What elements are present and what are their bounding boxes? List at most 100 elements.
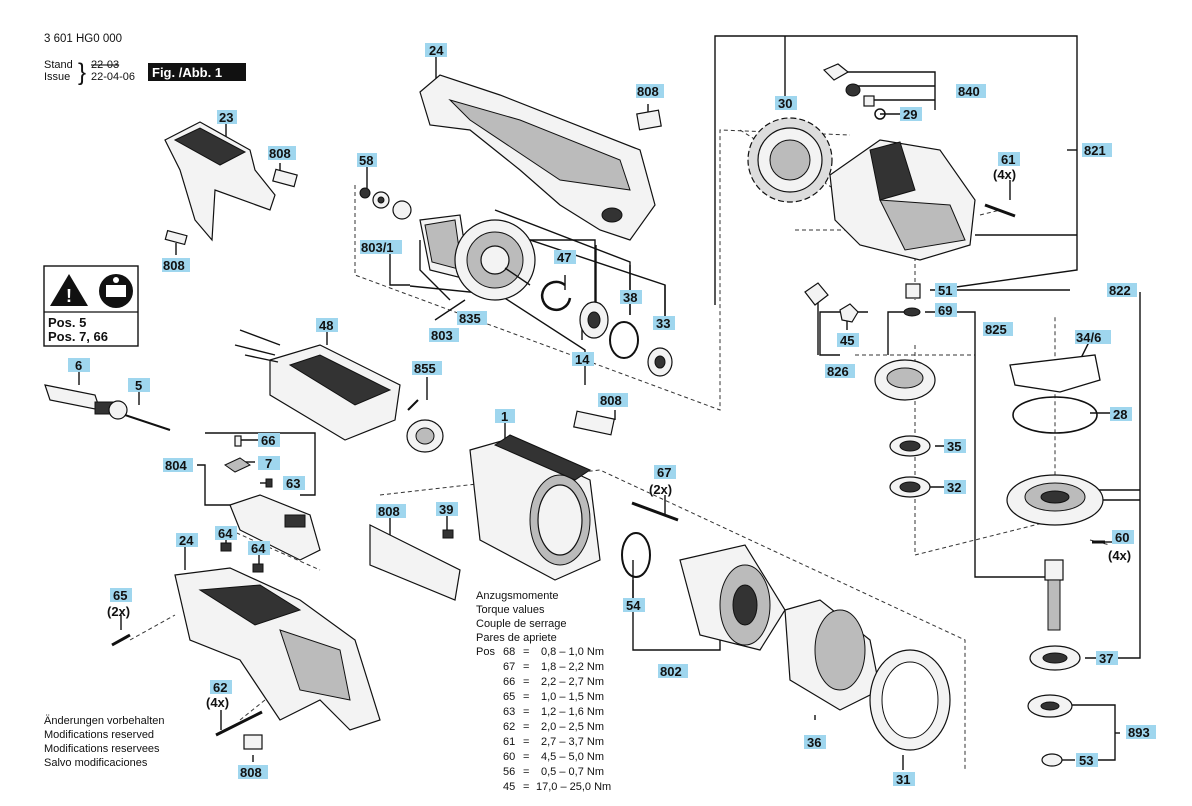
callout-30: 30 xyxy=(778,96,792,111)
callout-32: 32 xyxy=(947,480,961,495)
torque-row-val: 0,5 – 0,7 Nm xyxy=(541,766,604,778)
torque-row-eq: = xyxy=(523,706,529,718)
torque-row-pos: 60 xyxy=(503,751,515,763)
seal-33 xyxy=(647,347,673,377)
bearing-14 xyxy=(579,301,609,339)
washer xyxy=(392,200,412,220)
callout-23: 23 xyxy=(219,110,233,125)
callout-58: 58 xyxy=(359,153,373,168)
callout-808b: 808 xyxy=(269,146,291,161)
callout-60: 60 xyxy=(1115,530,1129,545)
callout-62-qty: (4x) xyxy=(206,695,229,710)
part-855 xyxy=(406,399,444,453)
spring-ring xyxy=(845,83,861,97)
callout-62: 62 xyxy=(213,680,227,695)
torque-heading-fr: Couple de serrage xyxy=(476,618,567,630)
switch-804 xyxy=(229,494,321,561)
callout-808f: 808 xyxy=(240,765,262,780)
callout-6: 6 xyxy=(75,358,82,373)
callout-840: 840 xyxy=(958,84,980,99)
label-808b xyxy=(272,168,298,188)
torque-row-pos: 67 xyxy=(503,661,515,673)
screw-62 xyxy=(215,710,263,737)
electronic-module-48 xyxy=(234,329,401,441)
callout-893: 893 xyxy=(1128,725,1150,740)
o-ring-54 xyxy=(621,532,651,578)
end-ring-31 xyxy=(869,649,951,751)
torque-row-val: 1,0 – 1,5 Nm xyxy=(541,691,604,703)
torque-row-pos: 56 xyxy=(503,766,515,778)
callout-835: 835 xyxy=(459,311,481,326)
fig-label: Fig. /Abb. 1 xyxy=(152,65,222,80)
callout-822: 822 xyxy=(1109,283,1131,298)
callout-63: 63 xyxy=(286,476,300,491)
issue-value: 22-04-06 xyxy=(91,71,135,83)
callouts: 24 808 23 808 808 58 803/1 835 803 47 38… xyxy=(68,43,1156,787)
callout-61: 61 xyxy=(1001,152,1015,167)
fan-housing-36 xyxy=(784,599,881,711)
o-ring-38 xyxy=(609,321,639,359)
callout-24a: 24 xyxy=(429,43,444,58)
bearing-35 xyxy=(889,435,931,457)
torque-row-val: 2,2 – 2,7 Nm xyxy=(541,676,604,688)
switch-cover-23 xyxy=(164,121,276,242)
callout-65-qty: (2x) xyxy=(107,604,130,619)
part-64b xyxy=(252,563,264,573)
label-808a xyxy=(636,109,662,131)
warning-triangle-icon xyxy=(50,274,88,306)
callout-35: 35 xyxy=(947,439,961,454)
torque-heading-de: Anzugsmomente xyxy=(476,590,559,602)
callout-37: 37 xyxy=(1099,651,1113,666)
torque-row-val: 17,0 – 25,0 Nm xyxy=(536,781,611,793)
modification-notes: Änderungen vorbehalten Modifications res… xyxy=(44,715,164,769)
screw-67 xyxy=(631,501,679,522)
note-de: Änderungen vorbehalten xyxy=(44,715,164,727)
label-808f xyxy=(243,734,263,750)
screw-63 xyxy=(265,478,273,488)
callout-67: 67 xyxy=(657,465,671,480)
screw-66 xyxy=(234,435,242,447)
torque-row-eq: = xyxy=(523,721,529,733)
callout-64b: 64 xyxy=(251,541,266,556)
callout-66: 66 xyxy=(261,433,275,448)
torque-pos-label: Pos xyxy=(476,646,495,658)
washer-53 xyxy=(1041,753,1063,767)
note-fr: Modifications reservees xyxy=(44,743,160,755)
stator-802 xyxy=(679,544,786,651)
part-69 xyxy=(903,307,921,317)
brace: } xyxy=(78,59,86,86)
brush-6 xyxy=(44,384,114,415)
pin xyxy=(863,95,875,107)
callout-47: 47 xyxy=(557,250,571,265)
label-808e xyxy=(369,524,461,601)
torque-row-pos: 68 xyxy=(503,646,515,658)
callout-45: 45 xyxy=(840,333,854,348)
bearing-37 xyxy=(1029,645,1081,671)
warning-line2: Pos. 7, 66 xyxy=(48,329,108,344)
callout-36: 36 xyxy=(807,735,821,750)
callout-65: 65 xyxy=(113,588,127,603)
callout-826: 826 xyxy=(827,364,849,379)
torque-row-eq: = xyxy=(523,736,529,748)
callout-51: 51 xyxy=(938,283,952,298)
callout-61-qty: (4x) xyxy=(993,167,1016,182)
brush-5 xyxy=(108,400,171,431)
nut-45 xyxy=(839,303,859,323)
issue-label: Issue xyxy=(44,71,70,83)
callout-803: 803 xyxy=(431,328,453,343)
warning-line1: Pos. 5 xyxy=(48,315,86,330)
label-808d xyxy=(573,410,615,436)
callout-802: 802 xyxy=(660,664,682,679)
stand-label: Stand xyxy=(44,59,73,71)
note-en: Modifications reserved xyxy=(44,729,154,741)
torque-row-pos: 66 xyxy=(503,676,515,688)
stand-value: 22-03 xyxy=(91,59,119,71)
callout-808e: 808 xyxy=(378,504,400,519)
o-ring-28 xyxy=(1012,396,1098,434)
spindle xyxy=(1044,559,1064,631)
callout-825: 825 xyxy=(985,322,1007,337)
torque-row-val: 1,8 – 2,2 Nm xyxy=(541,661,604,673)
torque-row-eq: = xyxy=(523,766,529,778)
bevel-gear-30 xyxy=(747,117,833,203)
